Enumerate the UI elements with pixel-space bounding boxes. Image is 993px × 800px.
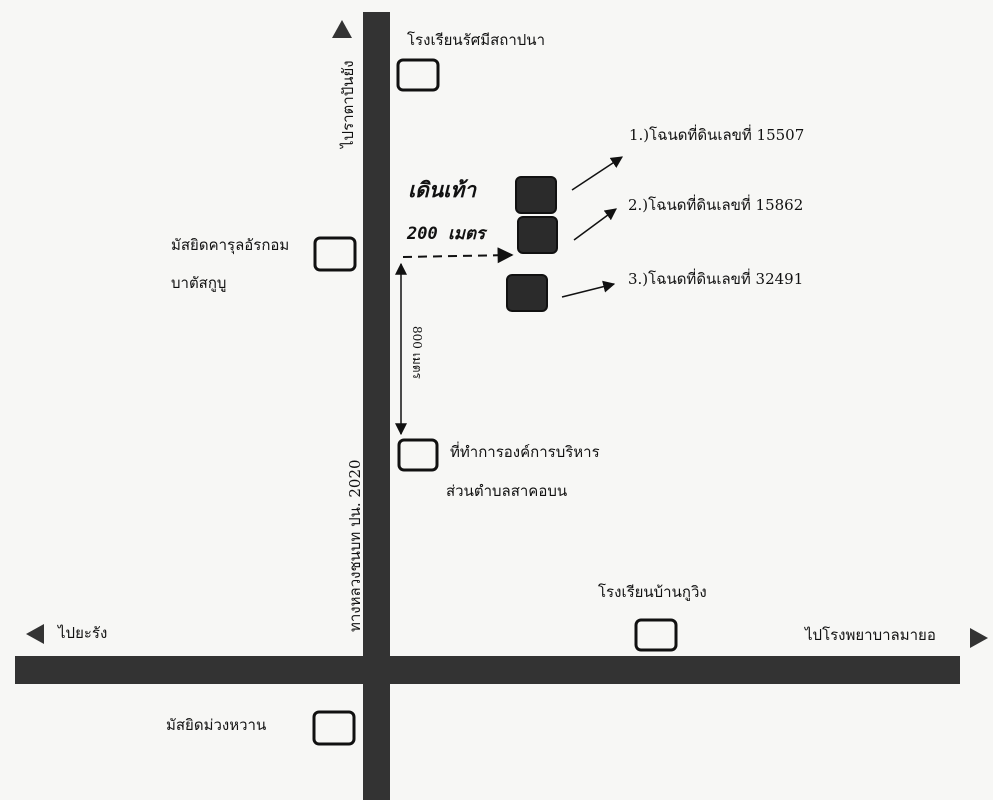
horizontal-road (15, 656, 960, 684)
parcel-1-marker (515, 176, 557, 214)
north-arrow-icon (332, 20, 352, 38)
school-south-label: โรงเรียนบ้านกูวิง (598, 583, 707, 601)
parcel-3-marker (506, 274, 548, 312)
north-direction-label: ไปราตาปันยัง (339, 60, 357, 148)
parcel-1-label: 1.)โฉนดที่ดินเลขที่ 15507 (629, 126, 805, 144)
walk-label-line1: เดินเท้า (408, 178, 476, 202)
parcel-2-pointer (573, 208, 617, 241)
admin-office-label-line1: ที่ทำการองค์การบริหาร (450, 443, 600, 461)
parcel-2-label: 2.)โฉนดที่ดินเลขที่ 15862 (628, 196, 804, 214)
parcel-3-pointer (561, 280, 616, 298)
school-north-marker (396, 58, 440, 92)
school-north-label: โรงเรียนรัศมีสถาปนา (407, 31, 545, 49)
mosque-west-marker (313, 236, 357, 272)
main-road-label: ทางหลวงชนบท ปน. 2020 (346, 459, 364, 632)
distance-label: 800 เมตร (410, 326, 424, 379)
admin-office-marker (397, 438, 439, 472)
mosque-west-label-line1: มัสยิดคารุลอัรกอม (171, 236, 290, 254)
mosque-south-marker (312, 710, 356, 746)
parcel-1-pointer (571, 156, 624, 191)
east-direction-label: ไปโรงพยาบาลมายอ (805, 626, 936, 644)
west-direction-label: ไปยะรัง (58, 624, 108, 642)
admin-office-label-line2: ส่วนตำบลสาคอบน (446, 482, 568, 500)
parcel-3-label: 3.)โฉนดที่ดินเลขที่ 32491 (628, 270, 804, 288)
mosque-south-label: มัสยิดม่วงหวาน (166, 716, 267, 734)
west-arrow-icon (26, 624, 44, 644)
east-arrow-icon (970, 628, 988, 648)
mosque-west-label-line2: บาตัสกูบู (171, 274, 227, 292)
walk-label-line2: 200 เมตร (407, 224, 486, 244)
school-south-marker (634, 618, 678, 652)
walk-dashed-arrow (402, 247, 514, 264)
parcel-2-marker (517, 216, 558, 254)
